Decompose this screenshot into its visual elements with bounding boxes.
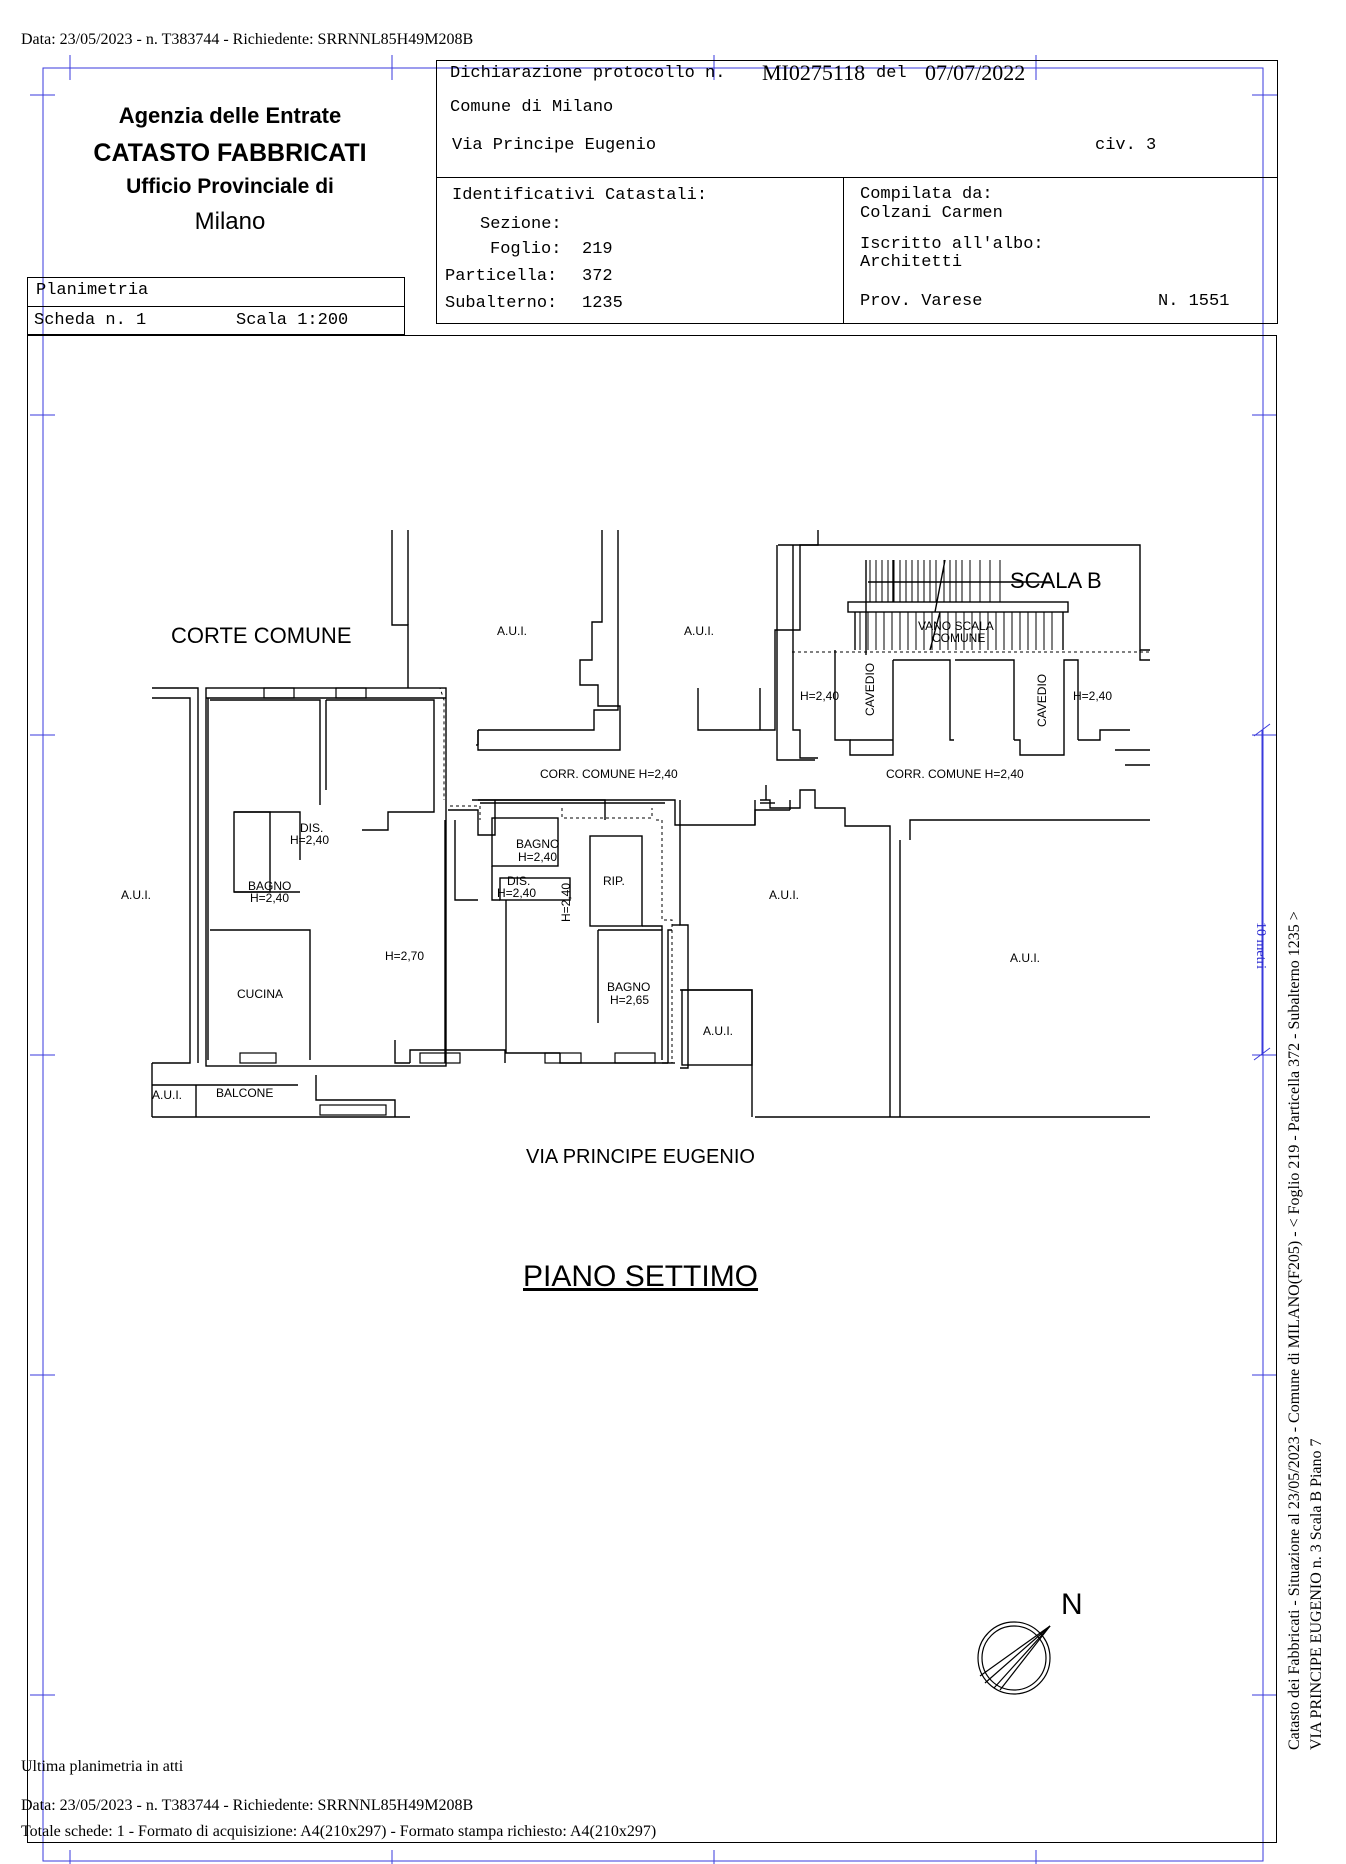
protocol-date: 07/07/2022 bbox=[925, 60, 1026, 85]
street-label: VIA PRINCIPE EUGENIO bbox=[526, 1146, 755, 1168]
subalterno-value: 1235 bbox=[582, 294, 623, 313]
protocol-vertical-divider bbox=[843, 177, 844, 324]
comune-label: Comune di Milano bbox=[450, 98, 614, 117]
cavedio-right-label: CAVEDIO bbox=[1035, 673, 1049, 727]
scala-b-label: SCALA B bbox=[1010, 568, 1102, 593]
cucina-label: CUCINA bbox=[237, 987, 284, 1001]
particella-label: Particella: bbox=[445, 267, 558, 286]
protocol-label: Dichiarazione protocollo n. bbox=[450, 64, 726, 83]
living-height: H=2,70 bbox=[385, 949, 425, 963]
passage-height: H=2,40 bbox=[559, 882, 573, 922]
aui-label-6: A.U.I. bbox=[703, 1024, 734, 1038]
prov-label: Prov. Varese bbox=[860, 292, 983, 311]
protocol-del: del bbox=[876, 64, 907, 83]
footer-ultima: Ultima planimetria in atti bbox=[21, 1758, 184, 1775]
dis-center-height: H=2,40 bbox=[497, 886, 537, 900]
bagno-center-label: BAGNO bbox=[516, 837, 560, 851]
bagno-left-height: H=2,40 bbox=[250, 891, 290, 905]
vano-scala-label: VANO SCALA bbox=[918, 619, 994, 633]
bagno-center-height: H=2,40 bbox=[518, 850, 558, 864]
compilata-label: Compilata da: bbox=[860, 185, 993, 204]
vano-comune-label: COMUNE bbox=[932, 631, 986, 645]
sezione-label: Sezione: bbox=[480, 215, 562, 234]
drawing-frame bbox=[27, 335, 1277, 1843]
bagno-right-height: H=2,65 bbox=[610, 993, 650, 1007]
aui-label-4: A.U.I. bbox=[769, 888, 800, 902]
aui-label-3: A.U.I. bbox=[121, 888, 152, 902]
protocol-divider bbox=[436, 177, 1278, 178]
corte-comune-label: CORTE COMUNE bbox=[171, 623, 352, 648]
catasto-title: CATASTO FABBRICATI bbox=[93, 139, 367, 167]
bagno-left-label: BAGNO bbox=[248, 879, 292, 893]
corr-comune-left-label: CORR. COMUNE H=2,40 bbox=[540, 767, 678, 781]
balcone-label: BALCONE bbox=[216, 1086, 274, 1100]
planimetria-divider bbox=[27, 306, 405, 307]
corr-comune-right-label: CORR. COMUNE H=2,40 bbox=[886, 767, 1024, 781]
albo-number: N. 1551 bbox=[1158, 292, 1230, 311]
scala-label: Scala 1:200 bbox=[236, 311, 349, 330]
side-text-line2: VIA PRINCIPE EUGENIO n. 3 Scala B Piano … bbox=[1308, 1438, 1325, 1750]
dis-left-height: H=2,40 bbox=[290, 833, 330, 847]
civ-label: civ. 3 bbox=[1095, 136, 1157, 155]
side-text-line1: Catasto dei Fabbricati - Situazione al 2… bbox=[1286, 911, 1303, 1750]
protocol-box bbox=[436, 60, 1278, 324]
footer-data-line: Data: 23/05/2023 - n. T383744 - Richiede… bbox=[21, 1797, 474, 1814]
h240-stair-left: H=2,40 bbox=[800, 689, 840, 703]
identificativi-title: Identificativi Catastali: bbox=[452, 186, 708, 205]
albo-label: Iscritto all'albo: bbox=[860, 235, 1044, 254]
ufficio-label: Ufficio Provinciale di bbox=[126, 175, 334, 198]
dis-center-label: DIS. bbox=[507, 874, 531, 888]
foglio-label: Foglio: bbox=[490, 240, 562, 259]
scheda-label: Scheda n. 1 bbox=[34, 311, 147, 330]
cavedio-left-label: CAVEDIO bbox=[863, 662, 877, 716]
aui-label-5: A.U.I. bbox=[1010, 951, 1041, 965]
floor-title: PIANO SETTIMO bbox=[523, 1260, 759, 1293]
aui-label-7: A.U.I. bbox=[152, 1088, 183, 1102]
aui-label-2: A.U.I. bbox=[684, 624, 715, 638]
footer-totale: Totale schede: 1 - Formato di acquisizio… bbox=[21, 1823, 657, 1840]
header-data-line: Data: 23/05/2023 - n. T383744 - Richiede… bbox=[21, 31, 474, 48]
compilata-name: Colzani Carmen bbox=[860, 204, 1003, 223]
albo-value: Architetti bbox=[860, 253, 963, 272]
agency-name: Agenzia delle Entrate bbox=[118, 103, 342, 128]
particella-value: 372 bbox=[582, 267, 613, 286]
rip-label: RIP. bbox=[603, 874, 625, 888]
ufficio-city: Milano bbox=[194, 208, 266, 235]
protocol-number: MI0275118 bbox=[762, 60, 866, 85]
h240-stair-right: H=2,40 bbox=[1073, 689, 1113, 703]
aui-label-1: A.U.I. bbox=[497, 624, 528, 638]
foglio-value: 219 bbox=[582, 240, 613, 259]
north-label: N bbox=[1061, 1588, 1083, 1621]
scale-bar-label: 10 metri bbox=[1253, 922, 1268, 970]
dis-left-label: DIS. bbox=[300, 821, 324, 835]
planimetria-title: Planimetria bbox=[36, 281, 149, 300]
subalterno-label: Subalterno: bbox=[445, 294, 558, 313]
bagno-right-label: BAGNO bbox=[607, 980, 651, 994]
address-label: Via Principe Eugenio bbox=[452, 136, 657, 155]
